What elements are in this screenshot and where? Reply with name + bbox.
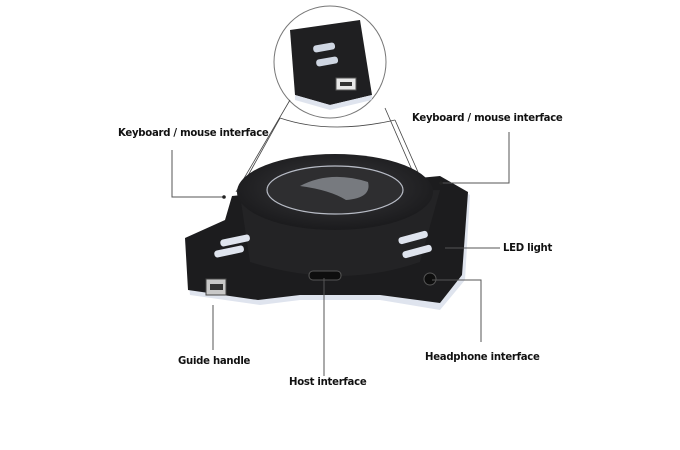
leader-lines [171, 132, 510, 376]
label-host-interface: Host interface [289, 375, 367, 388]
zoom-inset [273, 5, 387, 119]
device-body [185, 154, 470, 310]
label-keyboard-mouse-right: Keyboard / mouse interface [412, 111, 563, 124]
usb-c-port [308, 270, 342, 281]
label-led-light: LED light [503, 241, 553, 254]
headphone-jack [423, 272, 437, 286]
led-strip [220, 234, 250, 247]
label-keyboard-mouse-left: Keyboard / mouse interface [118, 126, 269, 139]
led-strip [398, 230, 428, 245]
label-guide-handle: Guide handle [178, 354, 251, 367]
label-headphone-interface: Headphone interface [425, 350, 540, 363]
led-strip [402, 244, 432, 259]
led-strip [214, 245, 244, 258]
